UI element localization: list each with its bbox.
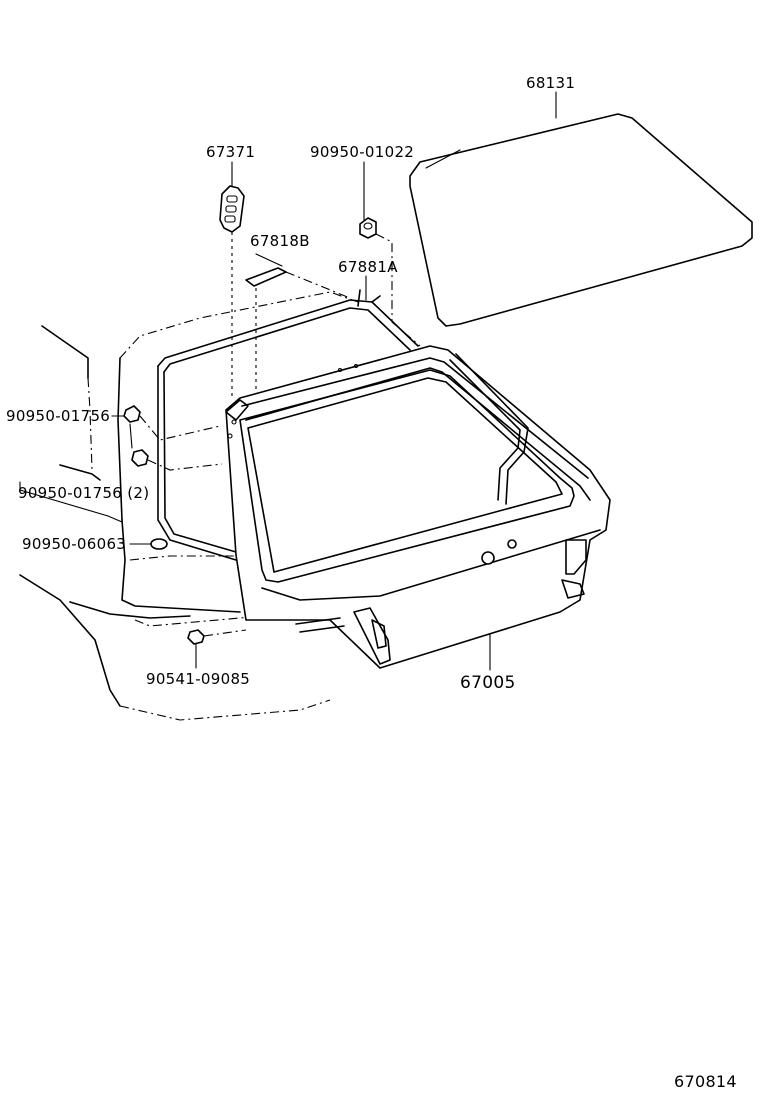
label-67371: 67371 [206,143,255,161]
part-labels: 68131 67371 90950-01022 67818B 67881A 90… [6,74,737,1091]
label-67005: 67005 [460,673,516,693]
label-90950-01022: 90950-01022 [310,143,414,161]
label-67818b: 67818B [250,232,310,250]
top-clip-part [359,217,377,239]
label-67881a: 67881A [338,258,398,276]
car-body-outline [19,291,361,721]
stop-lamp-part [219,185,245,233]
label-90950-06063: 90950-06063 [22,535,126,553]
pad-part [245,267,287,287]
label-90950-01756-2: 90950-01756 (2) [18,484,149,502]
label-68131: 68131 [526,74,575,92]
side-grommets [123,405,205,645]
weatherstrip-opening [157,289,419,561]
diagram-code: 670814 [674,1072,737,1091]
back-glass [409,113,753,327]
leader-lines [19,91,557,671]
label-90541-09085: 90541-09085 [146,670,250,688]
back-door-panel [225,345,611,669]
label-90950-01756: 90950-01756 [6,407,110,425]
